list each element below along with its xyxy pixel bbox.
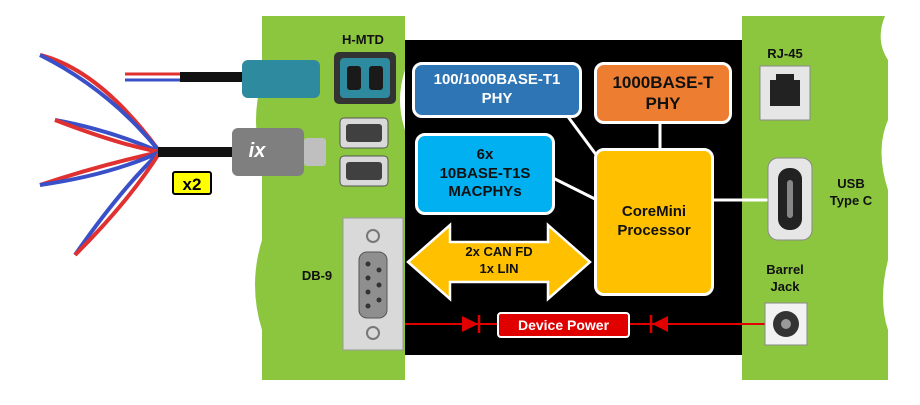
phy-t-block: 1000BASE-T PHY — [594, 62, 732, 124]
barrel-label-line1: Barrel — [766, 262, 804, 277]
hmtd-label: H-MTD — [342, 32, 384, 47]
ix-logo: ix — [248, 140, 266, 162]
phy-t1-line2: PHY — [481, 90, 513, 107]
diode-left-icon — [462, 316, 478, 332]
device-power-label: Device Power — [497, 312, 630, 338]
twisted-pair-cable-icon — [39, 53, 240, 257]
macphy-line3: MACPHYs — [448, 183, 522, 201]
processor-line1: CoreMini — [621, 203, 687, 221]
macphy-line1: 6x — [476, 145, 494, 163]
phy-t-line2: PHY — [645, 94, 681, 113]
db9-label: DB-9 — [301, 268, 333, 283]
barrel-jack-icon — [764, 302, 808, 346]
fakra-mini-connector-icon — [339, 117, 389, 187]
hmtd-cable-icon — [125, 60, 320, 98]
phy-t1-line1: 100/1000BASE-T1 — [433, 71, 561, 89]
power-line — [405, 315, 765, 333]
phy-t1-block: 100/1000BASE-T1 PHY — [412, 62, 582, 118]
rj45-port-icon — [759, 65, 811, 121]
connection-lines — [552, 109, 768, 202]
usb-label: USB Type C — [818, 176, 884, 210]
usb-label-line2: Type C — [829, 192, 873, 208]
usb-label-line1: USB — [837, 176, 865, 191]
can-lin-line1: 2x CAN FD — [465, 244, 533, 259]
rj45-label: RJ-45 — [767, 46, 803, 61]
hmtd-connector-icon — [334, 52, 396, 104]
barrel-label-line2: Jack — [770, 278, 800, 294]
macphy-line2: 10BASE-T1S — [439, 164, 531, 182]
ix-adapter-icon — [232, 128, 326, 176]
usb-c-port-icon — [767, 157, 813, 241]
can-lin-arrow — [406, 222, 592, 302]
multiplier-badge: x2 — [172, 171, 212, 195]
phy-t-line1: 1000BASE-T — [612, 72, 714, 92]
db9-connector-icon — [342, 217, 404, 351]
can-lin-label: 2x CAN FD 1x LIN — [450, 244, 548, 278]
diode-right-icon — [652, 316, 668, 332]
processor-line2: Processor — [617, 222, 691, 239]
processor-block: CoreMini Processor — [594, 148, 714, 296]
barrel-label: Barrel Jack — [752, 262, 818, 296]
macphy-block: 6x 10BASE-T1S MACPHYs — [415, 133, 555, 215]
can-lin-line2: 1x LIN — [479, 260, 519, 276]
